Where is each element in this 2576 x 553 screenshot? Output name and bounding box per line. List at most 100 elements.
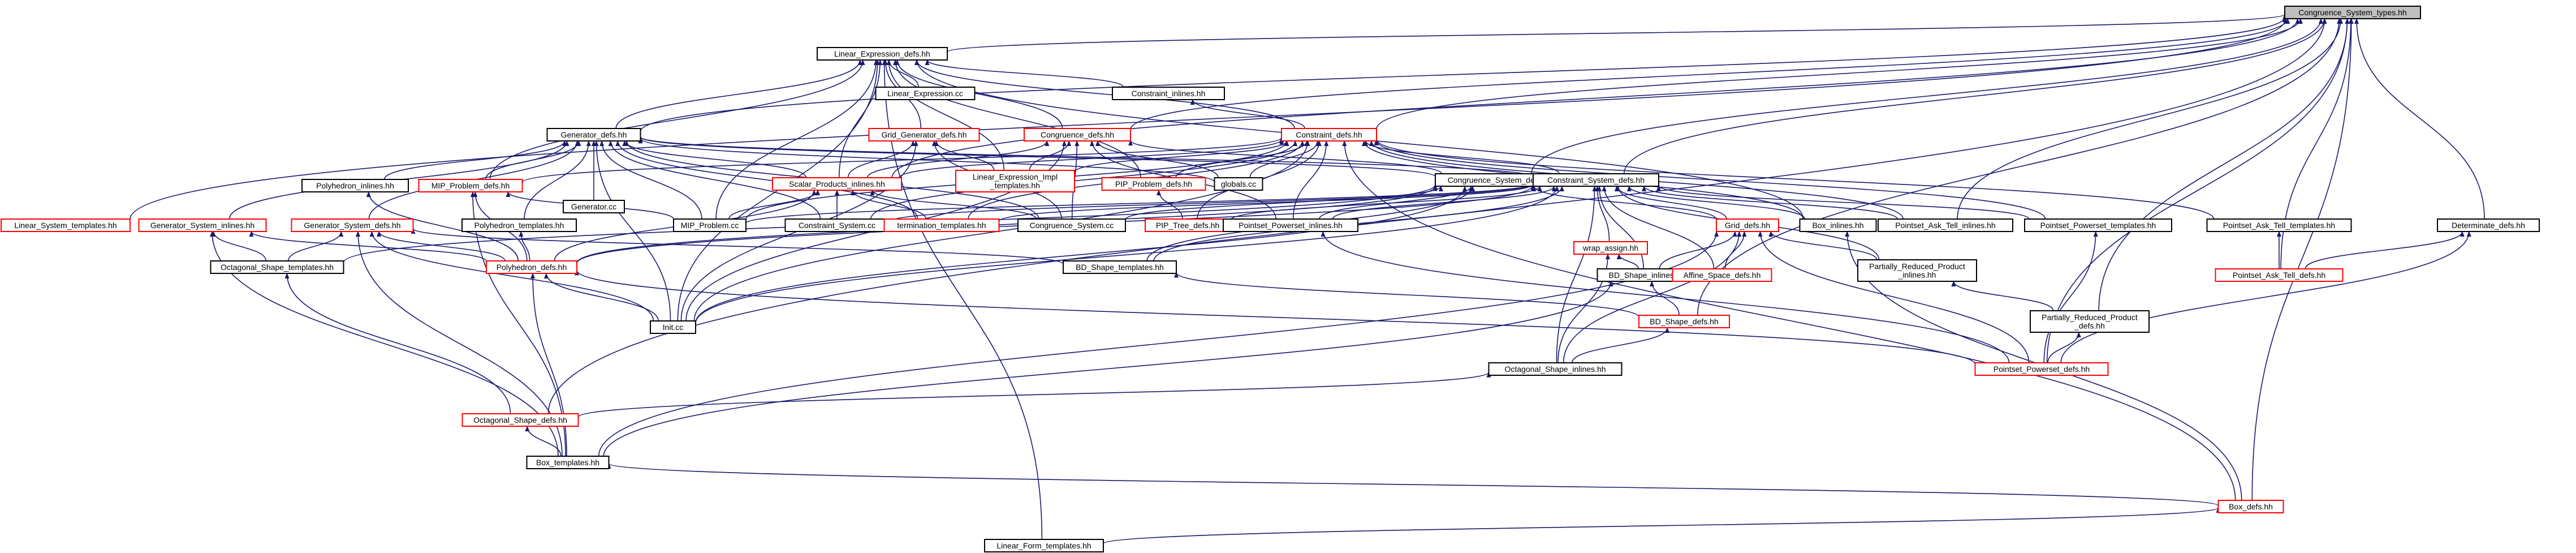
node-wrap-assign[interactable]: wrap_assign.hh	[1573, 241, 1648, 255]
edge-scalar-products-inlines-to-grid-generator-defs	[847, 140, 916, 178]
edge-scalar-products-inlines-to-congruence-defs	[866, 140, 1050, 178]
node-root[interactable]: Congruence_System_types.hh	[2284, 6, 2421, 19]
node-scalar-products-inlines[interactable]: Scalar_Products_inlines.hh	[772, 177, 902, 191]
edge-box-defs-to-root	[2251, 18, 2354, 501]
node-label: _inlines.hh	[1898, 271, 1936, 280]
edge-constraint-system-cc-to-generator-defs	[608, 140, 821, 220]
node-box	[1063, 260, 1177, 274]
edge-polyhedron-defs-to-generator-system-inlines	[249, 231, 487, 262]
edge-octagonal-shape-templates-to-generator-system-defs	[288, 231, 344, 262]
edge-mip-problem-defs-to-constraint-defs	[521, 137, 1284, 183]
node-pip-problem-defs[interactable]: PIP_Problem_defs.hh	[1101, 177, 1206, 191]
node-grid-defs[interactable]: Grid_defs.hh	[1716, 218, 1779, 232]
node-lin-expr-defs[interactable]: Linear_Expression_defs.hh	[817, 47, 948, 61]
node-grid-generator-defs[interactable]: Grid_Generator_defs.hh	[868, 128, 980, 142]
node-box	[868, 128, 980, 142]
edge-box-templates-to-polyhedron-defs	[530, 273, 567, 457]
node-label: globals.cc	[1221, 179, 1256, 188]
node-determinate-defs[interactable]: Determinate_defs.hh	[2437, 218, 2540, 232]
node-bd-shape-defs[interactable]: BD_Shape_defs.hh	[1638, 315, 1730, 328]
edge-scalar-products-inlines-to-generator-defs	[622, 140, 807, 178]
node-label: Linear_Expression.cc	[887, 89, 963, 98]
node-congruence-system-cc[interactable]: Congruence_System.cc	[1017, 218, 1126, 232]
node-label: Linear_Form_templates.hh	[996, 541, 1091, 550]
node-label: Grid_Generator_defs.hh	[882, 130, 967, 139]
node-label: Scalar_Products_inlines.hh	[789, 179, 885, 188]
node-pip-tree-defs[interactable]: PIP_Tree_defs.hh	[1145, 218, 1231, 232]
node-box	[2284, 6, 2421, 19]
edge-init-cc-to-constraint-defs	[693, 140, 1310, 321]
node-label: Pointset_Ask_Tell_templates.hh	[2223, 221, 2335, 230]
node-box-inlines[interactable]: Box_inlines.hh	[1799, 218, 1877, 232]
node-constraint-system-defs[interactable]: Constraint_System_defs.hh	[1533, 173, 1659, 187]
node-box	[1488, 362, 1623, 376]
node-init-cc[interactable]: Init.cc	[650, 320, 696, 334]
node-affine-space-defs[interactable]: Affine_Space_defs.hh	[1672, 268, 1772, 282]
edge-bd-shape-defs-to-bd-shape-inlines	[1649, 281, 1680, 316]
node-congruence-defs[interactable]: Congruence_defs.hh	[1024, 128, 1131, 142]
edge-bd-shape-inlines-to-grid-defs	[1659, 231, 1737, 269]
node-octagonal-shape-templates[interactable]: Octagonal_Shape_templates.hh	[210, 260, 344, 274]
node-bd-shape-inlines[interactable]: BD_Shape_inlines.hh	[1596, 268, 1697, 282]
node-box	[955, 170, 1075, 192]
node-box	[1799, 218, 1877, 232]
node-octagonal-shape-inlines[interactable]: Octagonal_Shape_inlines.hh	[1488, 362, 1623, 376]
node-linear-system-templates[interactable]: Linear_System_templates.hh	[1, 218, 131, 232]
node-label: Partially_Reduced_Product	[1869, 262, 1965, 271]
node-mip-problem-defs[interactable]: MIP_Problem_defs.hh	[418, 179, 523, 192]
node-polyhedron-defs[interactable]: Polyhedron_defs.hh	[486, 260, 577, 274]
node-globals-cc[interactable]: globals.cc	[1214, 177, 1263, 191]
edge-init-cc-to-constraint-system-defs	[695, 186, 1559, 324]
node-partially-reduced-product-inlines[interactable]: Partially_Reduced_Product_inlines.hh	[1857, 259, 1977, 282]
edge-pointset-powerset-inlines-to-constraint-defs	[1292, 140, 1329, 220]
node-bd-shape-templates[interactable]: BD_Shape_templates.hh	[1063, 260, 1177, 274]
node-layer: Congruence_System_types.hhLinear_Express…	[1, 6, 2540, 552]
edge-constraint-defs-to-root	[1376, 18, 2303, 130]
node-octagonal-shape-defs[interactable]: Octagonal_Shape_defs.hh	[461, 413, 579, 427]
node-pointset-ask-tell-inlines[interactable]: Pointset_Ask_Tell_inlines.hh	[1878, 218, 2013, 232]
node-mip-problem-cc[interactable]: MIP_Problem.cc	[673, 218, 747, 232]
edge-layer	[130, 14, 2485, 545]
node-label: Determinate_defs.hh	[2452, 221, 2525, 230]
node-termination-templates[interactable]: termination_templates.hh	[883, 218, 1000, 232]
node-generator-system-inlines[interactable]: Generator_System_inlines.hh	[138, 218, 267, 232]
node-constraint-defs[interactable]: Constraint_defs.hh	[1281, 128, 1377, 142]
node-pointset-ask-tell-templates[interactable]: Pointset_Ask_Tell_templates.hh	[2206, 218, 2352, 232]
node-generator-system-defs[interactable]: Generator_System_defs.hh	[291, 218, 414, 232]
node-box	[291, 218, 414, 232]
edge-termination-templates-to-constraint-system-defs	[998, 183, 1535, 222]
node-box	[650, 320, 696, 334]
node-pointset-ask-tell-defs[interactable]: Pointset_Ask_Tell_defs.hh	[2215, 268, 2344, 282]
edge-partially-reduced-product-defs-to-root	[2098, 18, 2350, 311]
node-generator-defs[interactable]: Generator_defs.hh	[546, 128, 641, 142]
node-box-templates[interactable]: Box_templates.hh	[526, 456, 610, 469]
edge-pointset-powerset-defs-to-grid-defs	[1758, 231, 2030, 363]
node-linear-form-templates[interactable]: Linear_Form_templates.hh	[984, 539, 1104, 552]
node-pointset-powerset-templates[interactable]: Pointset_Powerset_templates.hh	[2024, 218, 2172, 232]
node-label: Octagonal_Shape_defs.hh	[473, 415, 567, 425]
node-lin-expr-cc[interactable]: Linear_Expression.cc	[875, 87, 976, 100]
edge-wrap-assign-to-constraint-system-defs	[1595, 186, 1610, 242]
node-generator-cc[interactable]: Generator.cc	[563, 200, 625, 213]
node-constraint-system-cc[interactable]: Constraint_System.cc	[784, 218, 890, 232]
node-box	[2206, 218, 2352, 232]
node-lin-expr-impl-templates[interactable]: Linear_Expression_Impl_templates.hh	[955, 170, 1075, 192]
node-box-defs[interactable]: Box_defs.hh	[2217, 500, 2284, 513]
node-pointset-powerset-defs[interactable]: Pointset_Powerset_defs.hh	[1974, 362, 2109, 376]
node-congruence-system-defs[interactable]: Congruence_System_defs.hh	[1435, 173, 1565, 187]
node-label: Congruence_System_types.hh	[2298, 8, 2406, 17]
edge-pointset-powerset-defs-to-root	[2046, 18, 2350, 363]
node-box	[301, 179, 409, 192]
node-polyhedron-inlines[interactable]: Polyhedron_inlines.hh	[301, 179, 409, 192]
edge-termination-templates-to-scalar-products-inlines	[850, 190, 926, 220]
edge-pointset-ask-tell-inlines-to-constraint-system-defs	[1642, 186, 1898, 220]
node-polyhedron-templates[interactable]: Polyhedron_templates.hh	[461, 218, 577, 232]
node-label: MIP_Problem_defs.hh	[432, 181, 510, 190]
node-pointset-powerset-inlines[interactable]: Pointset_Powerset_inlines.hh	[1223, 218, 1358, 232]
node-label: Generator_defs.hh	[561, 130, 627, 139]
edge-bd-shape-defs-to-bd-shape-templates	[1174, 272, 1639, 318]
edge-linear-system-templates-to-root	[130, 18, 2288, 220]
node-constraint-inlines[interactable]: Constraint_inlines.hh	[1112, 87, 1225, 100]
node-partially-reduced-product-defs[interactable]: Partially_Reduced_Product_defs.hh	[2030, 310, 2150, 333]
node-label: Partially_Reduced_Product	[2042, 313, 2138, 322]
